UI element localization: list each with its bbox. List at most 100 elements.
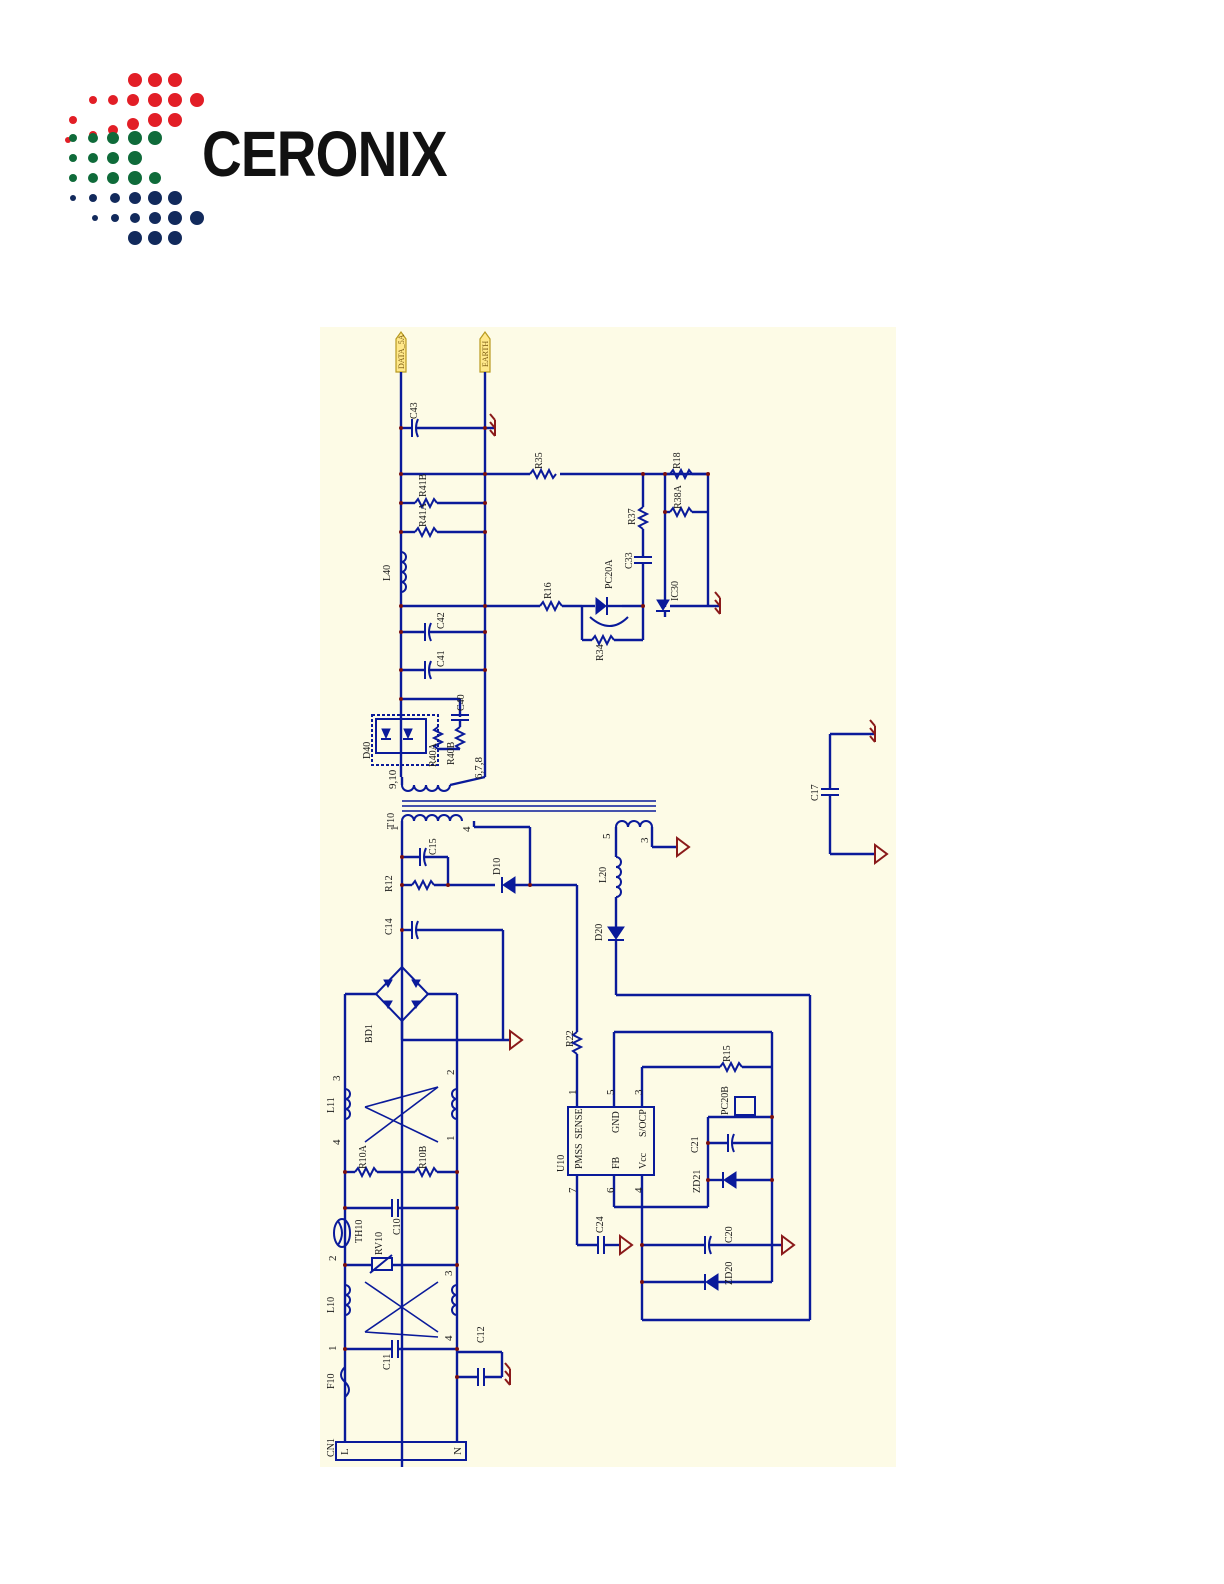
- logo-dot: [130, 213, 140, 223]
- pin-u10-4: 4: [633, 1187, 645, 1193]
- label-d40: D40: [362, 742, 373, 759]
- pin-l11-4: 4: [331, 1139, 343, 1145]
- logo-dot: [129, 192, 141, 204]
- label-r38a: R38A: [673, 484, 684, 509]
- brand-name: CERONIX: [202, 118, 448, 190]
- logo-dot: [128, 231, 142, 245]
- label-r41b: R41B: [418, 473, 429, 497]
- transformer-core: [402, 800, 656, 812]
- label-c41: C41: [436, 650, 447, 667]
- port-data: [395, 330, 407, 373]
- signal-ground-5: [781, 1234, 796, 1256]
- label-pc20a: PC20A: [604, 559, 615, 589]
- label-r15: R15: [722, 1045, 733, 1062]
- pin-l10-4: 4: [443, 1335, 455, 1341]
- logo-dot: [168, 73, 182, 87]
- logo-dot: [149, 172, 161, 184]
- label-c14: C14: [384, 918, 395, 935]
- logo-dot: [148, 93, 162, 107]
- label-pc20b: PC20B: [720, 1086, 731, 1115]
- label-c10: C10: [392, 1218, 403, 1235]
- port-earth-label: EARTH: [481, 341, 490, 367]
- label-d20: D20: [594, 924, 605, 941]
- label-c33: C33: [624, 552, 635, 569]
- label-c12: C12: [476, 1326, 487, 1343]
- label-rv10: RV10: [374, 1232, 385, 1255]
- label-bd1: BD1: [364, 1024, 375, 1043]
- pin-l10-3: 3: [443, 1270, 455, 1276]
- junction-dots: [343, 426, 774, 1379]
- label-r10b: R10B: [418, 1145, 429, 1169]
- label-c15: C15: [428, 838, 439, 855]
- pin-u10-5: 5: [605, 1089, 617, 1095]
- logo-dot: [88, 173, 98, 183]
- logo-dot: [128, 73, 142, 87]
- pin-l11-3: 3: [331, 1075, 343, 1081]
- logo-dot: [92, 215, 98, 221]
- label-cn1: CN1: [326, 1438, 337, 1457]
- c17-capacitor: [821, 732, 875, 856]
- logo-dot: [190, 93, 204, 107]
- label-l20: L20: [598, 867, 609, 883]
- logo-dot: [168, 191, 182, 205]
- label-t10: T10: [386, 813, 397, 829]
- label-r12: R12: [384, 875, 395, 892]
- label-l40: L40: [382, 565, 393, 581]
- logo-dot: [128, 171, 142, 185]
- logo-dot: [148, 131, 162, 145]
- pin-label-socp: S/OCP: [638, 1109, 649, 1137]
- label-r40a: R40A: [428, 742, 439, 767]
- label-r10a: R10A: [358, 1144, 369, 1169]
- pin-label-vcc: Vcc: [638, 1152, 649, 1169]
- pin-aux-3: 3: [639, 837, 651, 843]
- pin-l10-2: 2: [327, 1256, 339, 1262]
- logo-dot: [190, 211, 204, 225]
- logo-dot: [69, 174, 77, 182]
- logo-dot: [149, 212, 161, 224]
- pin-u10-6: 6: [605, 1187, 617, 1193]
- ceronix-logo: [65, 73, 204, 245]
- label-c20: C20: [724, 1226, 735, 1243]
- logo-dot: [127, 94, 139, 106]
- logo-dot: [168, 211, 182, 225]
- logo-dot: [89, 194, 97, 202]
- label-r35: R35: [534, 452, 545, 469]
- power-supply-schematic: DATA_5A EARTH: [320, 327, 896, 1467]
- output-ports: DATA_5A EARTH: [395, 330, 491, 373]
- label-r40b: R40B: [446, 741, 457, 765]
- logo-dot: [148, 113, 162, 127]
- logo-dot: [128, 131, 142, 145]
- label-r18: R18: [672, 452, 683, 469]
- label-c24: C24: [595, 1216, 606, 1233]
- pin-u10-1: 1: [567, 1090, 579, 1096]
- tap-label-6-7-8: 6,7,8: [473, 757, 485, 780]
- port-data-label: DATA_5A: [397, 334, 406, 369]
- logo-dot: [128, 151, 142, 165]
- signal-ground-2: [874, 843, 889, 865]
- pin-label-fb: FB: [611, 1156, 622, 1169]
- signal-ground-3: [509, 1029, 524, 1051]
- label-ic30: IC30: [670, 581, 681, 601]
- label-zd21: ZD21: [692, 1170, 703, 1193]
- label-c40: C40: [456, 694, 467, 711]
- logo-dot: [110, 193, 120, 203]
- label-r16: R16: [543, 582, 554, 599]
- logo-dot: [108, 125, 118, 135]
- logo-dot: [107, 172, 119, 184]
- pin-u10-7: 7: [567, 1187, 579, 1193]
- label-zd20: ZD20: [724, 1262, 735, 1285]
- port-earth: [479, 330, 491, 373]
- schematic-background: [320, 327, 896, 1467]
- label-l10: L10: [326, 1297, 337, 1313]
- pin-u10-3: 3: [633, 1089, 645, 1095]
- pin-number-labels: 9,10 6,7,8 1 4 5 3 3 2 4 1 2 3 1 4 1 5 3…: [327, 757, 651, 1456]
- label-u10: U10: [556, 1155, 567, 1172]
- pin-l10-1: 1: [327, 1346, 339, 1352]
- ic-pin-labels: SENSE GND S/OCP PMSS FB Vcc: [574, 1108, 649, 1169]
- pin-t10-4: 4: [461, 826, 473, 832]
- label-l11: L11: [326, 1097, 337, 1113]
- pin-aux-5: 5: [601, 833, 613, 839]
- logo-dot: [88, 133, 98, 143]
- label-d10: D10: [492, 858, 503, 875]
- chassis-ground-2: [714, 591, 721, 615]
